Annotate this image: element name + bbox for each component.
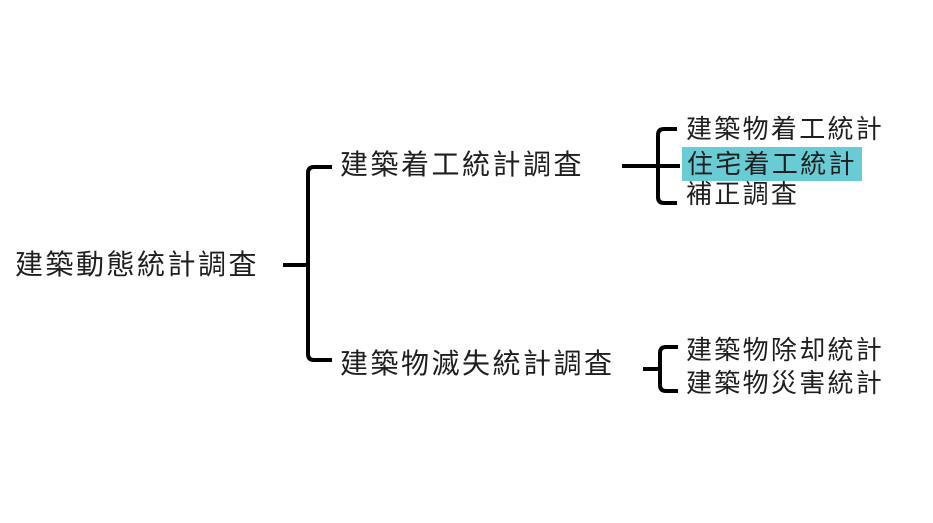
leaf-node-label-correction-survey: 補正調査 [686, 179, 800, 209]
leaf-node-label-building-removal: 建築物除却統計 [686, 335, 885, 365]
bracket-branch1-leaves [656, 127, 677, 205]
branch-node-label-kenchiku-chakko: 建築着工統計調査 [340, 149, 585, 180]
bracket-level1 [306, 165, 332, 362]
leaf-node-label-building-starts: 建築物着工統計 [686, 114, 885, 144]
bracket-branch2-leaves [658, 345, 678, 393]
root-node-label: 建築動態統計調査 [15, 249, 260, 280]
leaf-node-label-building-disaster: 建築物災害統計 [686, 368, 885, 398]
leaf-node-label-housing-starts-highlighted: 住宅着工統計 [682, 147, 862, 181]
branch-node-label-kenchikubutsu-messhitsu: 建築物滅失統計調査 [340, 348, 615, 379]
